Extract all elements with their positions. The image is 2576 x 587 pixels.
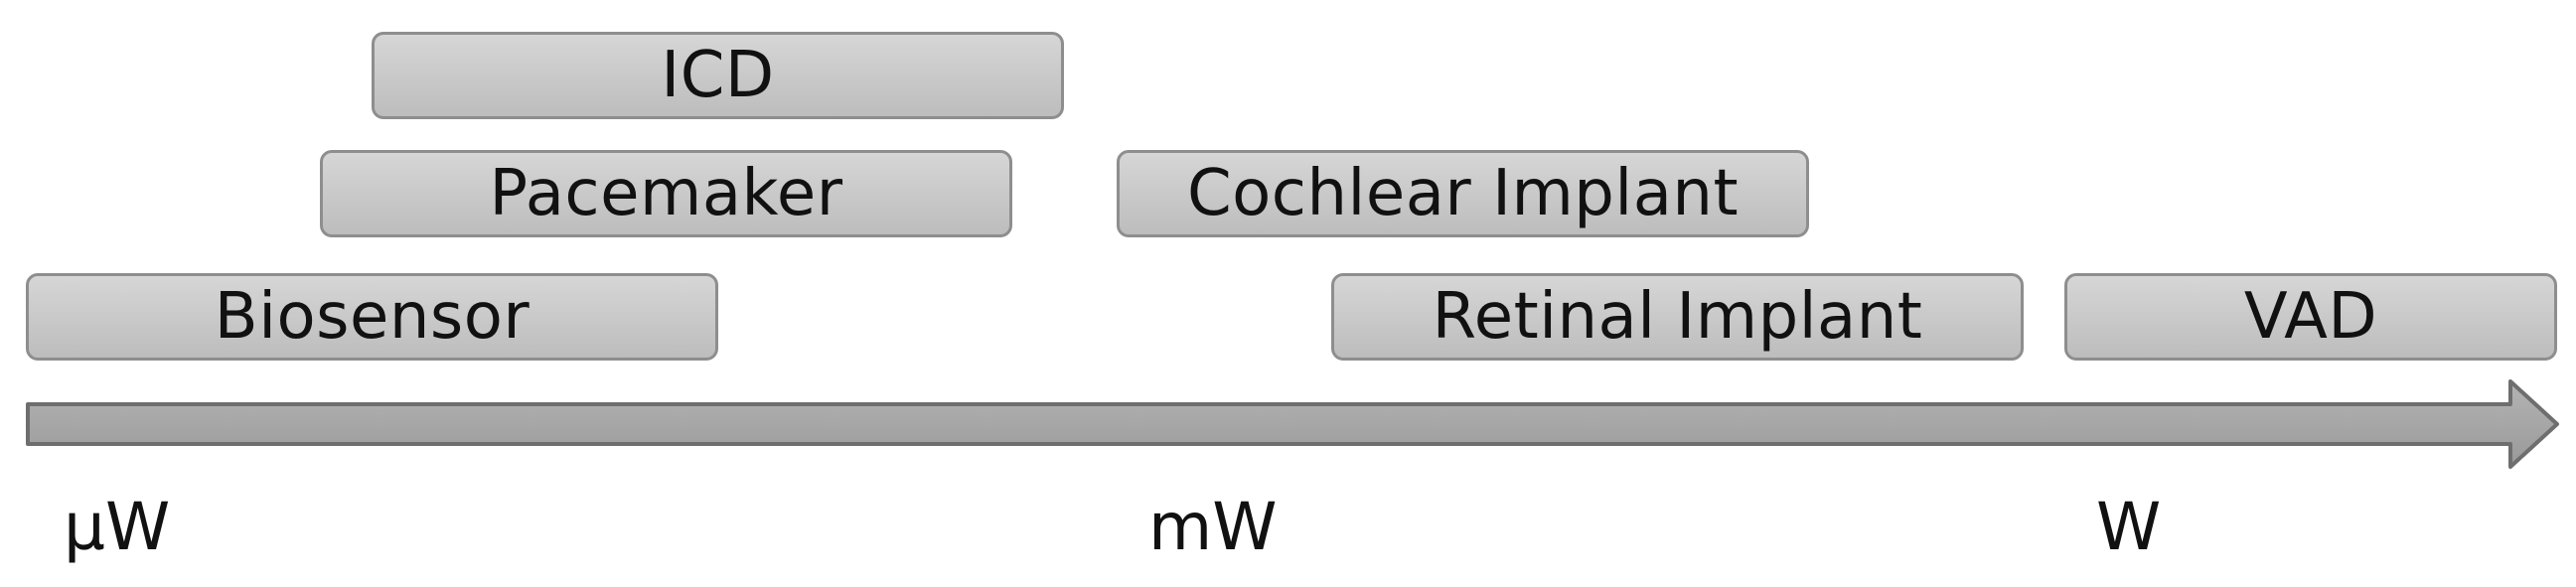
tick-label-microwatt: µW [64, 489, 171, 565]
cochlear-implant-box: Cochlear Implant [1117, 150, 1809, 237]
icd-label: ICD [661, 39, 775, 112]
retinal-implant-box: Retinal Implant [1331, 273, 2024, 361]
vad-box: VAD [2064, 273, 2557, 361]
cochlear-implant-label: Cochlear Implant [1186, 157, 1740, 230]
icd-box: ICD [372, 32, 1064, 119]
biosensor-label: Biosensor [214, 280, 530, 354]
power-axis-arrow [26, 379, 2559, 469]
vad-label: VAD [2243, 280, 2378, 354]
retinal-implant-label: Retinal Implant [1432, 280, 1923, 354]
tick-label-watt: W [2096, 489, 2162, 565]
axis-arrow-shape [26, 379, 2559, 469]
biosensor-box: Biosensor [26, 273, 718, 361]
tick-label-milliwatt: mW [1148, 489, 1278, 565]
pacemaker-label: Pacemaker [489, 157, 843, 230]
pacemaker-box: Pacemaker [320, 150, 1012, 237]
